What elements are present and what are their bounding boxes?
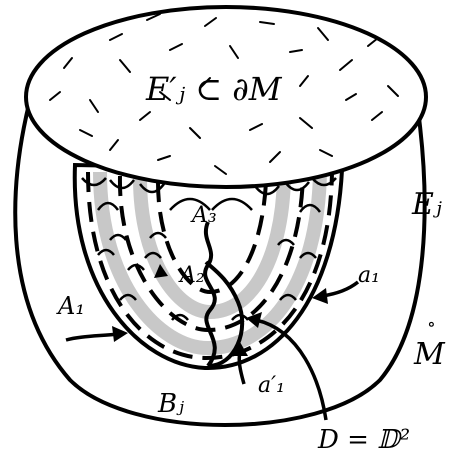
label-a1-prime: a′₁ (258, 373, 285, 398)
label-A3: A₃ (190, 203, 217, 228)
label-A1: A₁ (56, 292, 85, 320)
label-D: D = 𝔻² (317, 425, 410, 455)
label-Bj: Bⱼ (157, 389, 184, 419)
label-Ej: Eⱼ (411, 187, 442, 222)
label-top-disk: E′ⱼ ⊂ ∂M (145, 70, 283, 108)
label-interior-mark: ∘ (427, 314, 436, 335)
label-a1: a₁ (358, 263, 380, 288)
label-A2: A₂ (178, 263, 205, 288)
arrow-A1 (66, 334, 118, 340)
arrow-a1 (322, 282, 358, 296)
label-M: M (413, 337, 446, 372)
